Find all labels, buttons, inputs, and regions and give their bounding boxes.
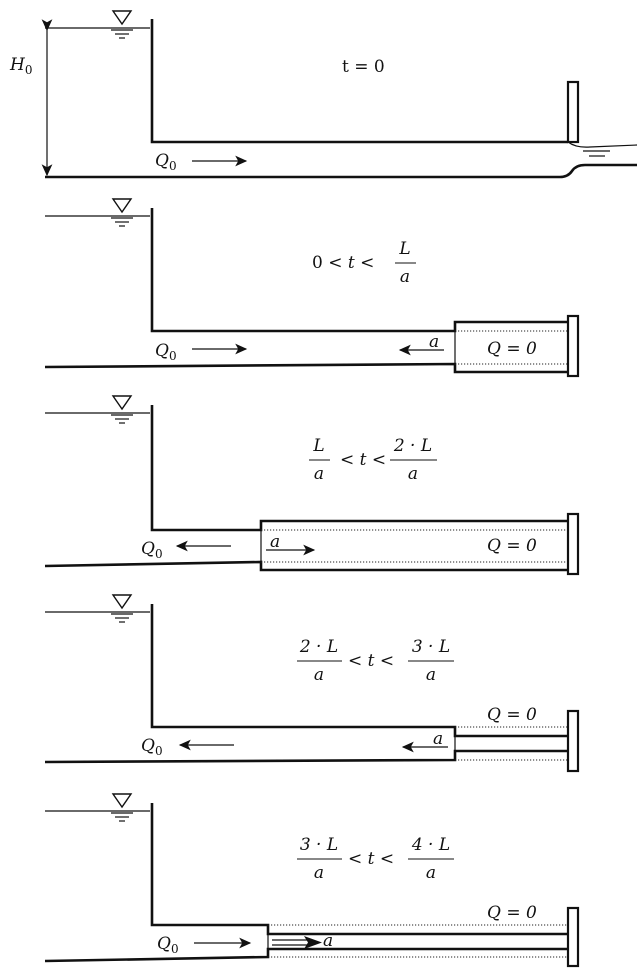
- flow-label-1: Q0: [155, 151, 177, 173]
- time-label-5-right-den: a: [426, 863, 436, 883]
- panel-5: 3 · L a < t < 4 · L a Q = 0 Q0 a: [44, 793, 580, 968]
- pipe-bottom-wall: [44, 560, 568, 572]
- time-label-3-left-num: L: [312, 436, 324, 456]
- valve-closed: [566, 709, 580, 773]
- time-label-4-left-num: 2 · L: [299, 637, 338, 657]
- pipe-bottom-wall: [44, 749, 568, 764]
- outflow-water-level-icon: [583, 150, 610, 157]
- time-label-3-right-num: 2 · L: [393, 436, 432, 456]
- zero-flow-label-3: Q = 0: [487, 536, 537, 556]
- water-level-icon: [111, 198, 133, 227]
- water-level-icon: [111, 594, 133, 623]
- flow-label-2: Q0: [155, 341, 177, 363]
- valve-closed: [566, 512, 580, 576]
- pipe-bottom-wall: [45, 163, 637, 179]
- head-label: H0: [9, 55, 32, 77]
- time-label-5-right-num: 4 · L: [411, 835, 450, 855]
- panel-1: H0 t = 0 Q0: [9, 10, 637, 179]
- zero-flow-label-2: Q = 0: [487, 339, 537, 359]
- time-label-4-middle: < t <: [348, 651, 394, 671]
- time-label-5-left-num: 3 · L: [300, 835, 338, 855]
- panel-3: L a < t < 2 · L a Q0 a Q = 0: [44, 395, 580, 576]
- panel-2: 0 < t < L a Q0 a Q = 0: [44, 198, 580, 378]
- time-label-3-middle: < t <: [340, 450, 386, 470]
- wave-speed-label-3: a: [270, 532, 280, 552]
- panel-4: 2 · L a < t < 3 · L a Q = 0 Q0 a: [44, 594, 580, 773]
- time-label-1: t = 0: [342, 57, 385, 77]
- valve-closed: [566, 906, 580, 968]
- pipe-bottom-wall: [44, 947, 568, 963]
- zero-flow-label-4: Q = 0: [487, 705, 537, 725]
- valve-open: [566, 80, 580, 144]
- time-label-2: 0 < t <: [312, 253, 374, 273]
- zero-flow-label-5: Q = 0: [487, 903, 537, 923]
- flow-label-4: Q0: [141, 736, 163, 758]
- time-label-3-left-den: a: [314, 464, 324, 484]
- water-level-icon: [111, 395, 133, 424]
- time-label-2-right-den: a: [400, 267, 410, 287]
- wave-speed-label-4: a: [433, 729, 443, 749]
- wave-arrow-5: [272, 936, 322, 949]
- flow-label-3: Q0: [141, 539, 163, 561]
- time-label-4-left-den: a: [314, 665, 324, 685]
- outflow-jet: [567, 141, 637, 148]
- time-label-4-right-den: a: [426, 665, 436, 685]
- time-label-5-left-den: a: [314, 863, 324, 883]
- valve-closed: [566, 314, 580, 378]
- flow-label-5: Q0: [157, 934, 179, 956]
- wave-speed-label-5: a: [323, 931, 333, 951]
- wave-speed-label-2: a: [429, 332, 439, 352]
- pipe-bottom-wall: [44, 362, 568, 374]
- time-label-2-right-num: L: [398, 239, 410, 259]
- time-label-4-right-num: 3 · L: [412, 637, 450, 657]
- time-label-3-right-den: a: [408, 464, 418, 484]
- water-level-icon: [111, 10, 133, 39]
- pipe-top-wall: [150, 19, 568, 144]
- water-level-icon: [111, 793, 133, 822]
- time-label-5-middle: < t <: [348, 849, 394, 869]
